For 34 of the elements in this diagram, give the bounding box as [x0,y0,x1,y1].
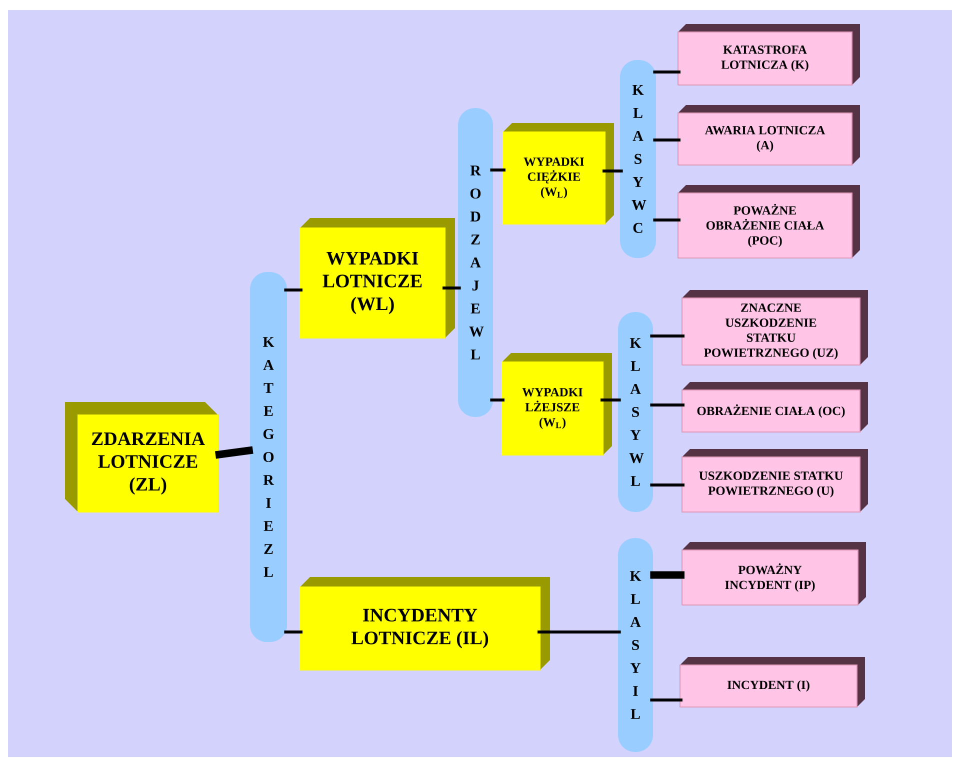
connector-line [650,698,682,702]
category-box: OBRAŻENIE CIAŁA (OC) [682,382,868,432]
process-box: WYPADKI LŻEJSZE (W$_{L}$) [502,353,612,456]
category-box: POWAŻNY INCYDENT (IP) [682,542,866,606]
process-box: INCYDENTY LOTNICZE (IL) [300,577,550,670]
process-box: ZDARZENIA LOTNICZE (ZL) [65,402,218,512]
process-box: WYPADKI CIĘŻKIE (W$_{L}$) [502,123,614,224]
process-box: WYPADKI LOTNICZE (WL) [300,218,455,338]
vertical-band: RODZAJE WL [458,108,493,417]
connector-line [284,630,302,634]
connector-line [442,286,461,290]
category-box: INCYDENT (I) [680,657,865,708]
vertical-band: KLASY WL [618,312,653,512]
vertical-band: KLASY IL [618,538,653,752]
vertical-band: KATEGORIE ZL [250,272,287,642]
connector-line [650,484,684,486]
vertical-band: KLASY WC [620,60,656,258]
connector-line [600,398,621,402]
category-box: KATASTROFA LOTNICZA (K) [678,24,860,86]
connector-line [653,218,680,222]
category-box: ZNACZNE USZKODZENIE STATKU POWIETRZNEGO (UZ) [682,290,868,366]
connector-line [650,404,684,406]
connector-line [538,630,621,634]
connector-line [653,70,680,74]
category-box: AWARIA LOTNICZA (A) [678,105,860,166]
connector-line [650,334,684,338]
connector-line [490,168,506,172]
connector-line [490,398,504,402]
category-box: USZKODZENIE STATKU POWIETRZNEGO (U) [682,449,868,512]
connector-line [602,170,623,172]
connector-line [653,138,680,142]
connector-line [284,288,302,292]
category-box: POWAŻNE OBRAŻENIE CIAŁA (POC) [678,185,860,258]
connector-line [650,571,684,579]
